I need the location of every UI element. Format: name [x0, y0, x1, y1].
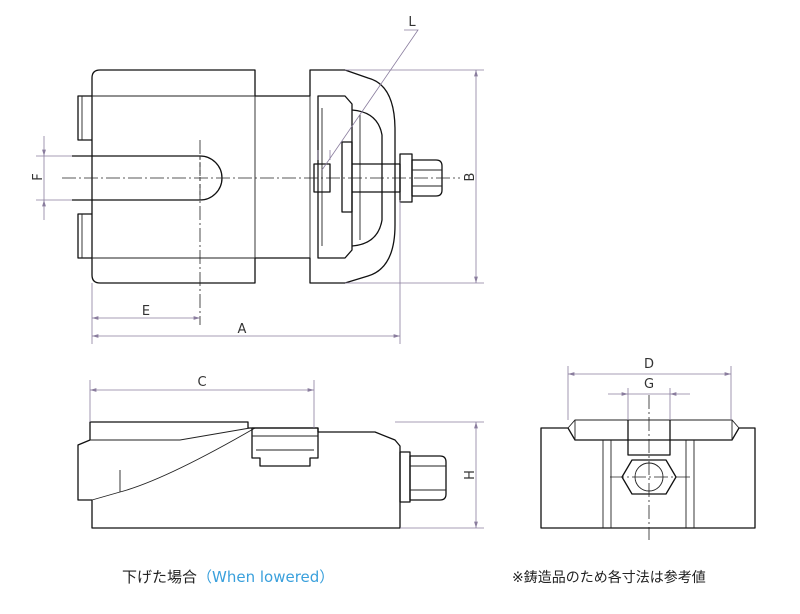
front-view-dimensions	[567, 366, 732, 420]
side-view	[77, 421, 447, 529]
front-view-body	[540, 427, 756, 529]
top-view-dimensions	[36, 29, 484, 344]
label-a: A	[238, 322, 247, 337]
front-view	[540, 395, 756, 540]
caption-lowered-en: （When lowered）	[197, 568, 335, 586]
label-c: C	[197, 375, 206, 390]
caption-lowered-ja: 下げた場合	[122, 568, 198, 586]
adjust-screw	[341, 141, 353, 213]
label-g: G	[644, 377, 654, 392]
top-view	[62, 69, 460, 325]
label-b: B	[463, 173, 478, 182]
caption-note: ※鋳造品のため各寸法は参考値	[512, 570, 706, 586]
caption-lowered: 下げた場合（When lowered）	[122, 566, 334, 587]
side-view-body	[77, 421, 401, 529]
label-h: H	[463, 470, 478, 480]
label-d: D	[644, 357, 654, 372]
label-e: E	[142, 304, 150, 319]
side-view-dimensions	[89, 380, 484, 529]
label-l: L	[408, 15, 416, 30]
label-f: F	[31, 173, 46, 180]
top-view-body	[91, 69, 396, 284]
